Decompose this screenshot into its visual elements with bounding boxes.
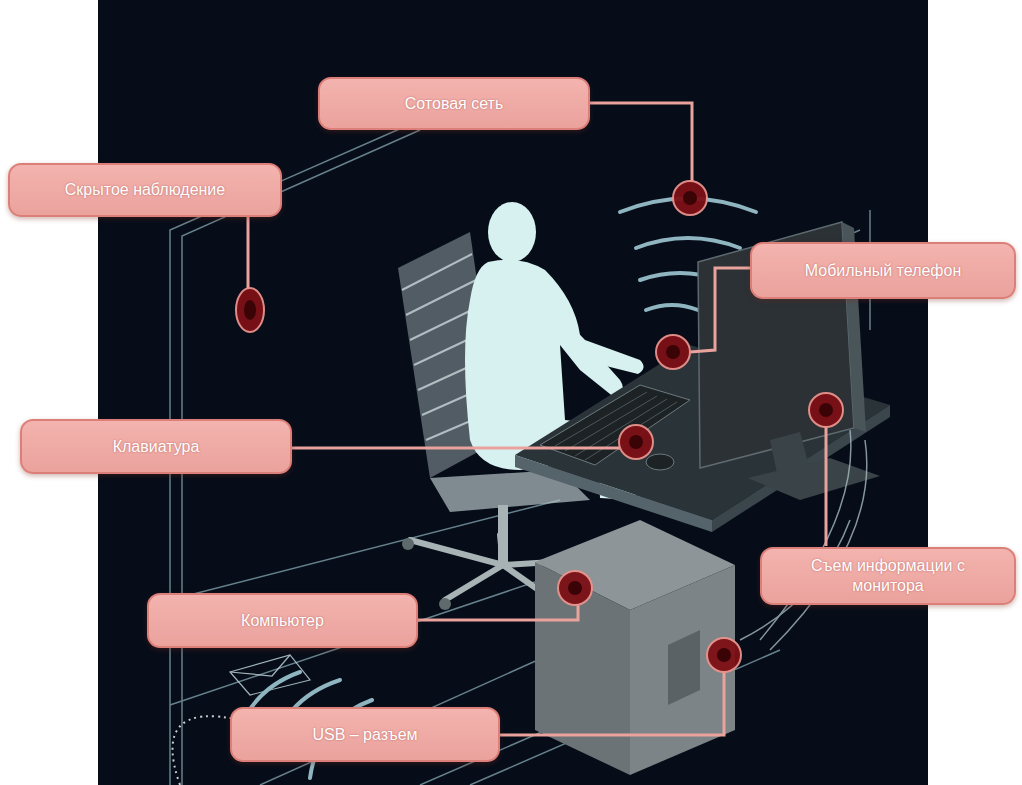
callout-text: USB – разъем [312, 725, 417, 745]
callout-text: Компьютер [241, 611, 324, 631]
callout-box: Съем информации с монитора [760, 547, 1016, 605]
callout-box: Сотовая сеть [318, 77, 590, 130]
callout-box: USB – разъем [230, 707, 500, 762]
callout-box: Мобильный телефон [750, 242, 1016, 299]
callout-text: Сотовая сеть [405, 94, 504, 114]
callout-text: Скрытое наблюдение [65, 180, 225, 200]
dark-ground [98, 0, 928, 785]
callout-text: Съем информации с монитора [803, 556, 973, 596]
callout-box: Клавиатура [20, 419, 292, 474]
callout-text: Клавиатура [113, 437, 200, 457]
keyboard [540, 385, 690, 470]
cables [740, 430, 867, 650]
computer-tower [535, 520, 735, 775]
callout-text: Мобильный телефон [805, 261, 962, 281]
callout-box: Скрытое наблюдение [8, 163, 282, 217]
callout-box: Компьютер [147, 593, 418, 648]
